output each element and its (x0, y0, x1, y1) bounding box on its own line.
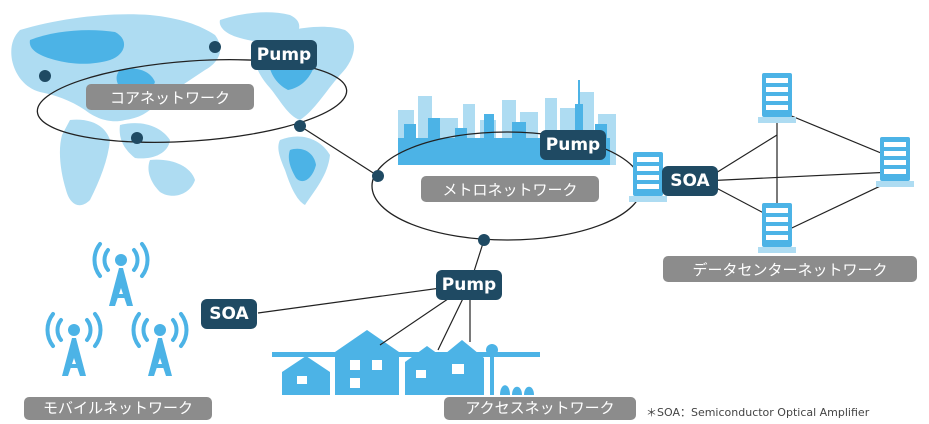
soa-mobile-tag: SOA (201, 299, 257, 329)
server-icon (758, 73, 796, 123)
ring-nodes (39, 41, 490, 246)
core-ring (36, 59, 348, 143)
pump-access-tag: Pump (436, 270, 502, 300)
pump-core-tag: Pump (251, 40, 317, 70)
house-windows (297, 360, 464, 388)
mobile-network-label: モバイルネットワーク (24, 397, 212, 420)
server-icon (758, 203, 796, 253)
houses (272, 330, 540, 395)
core-network-label: コアネットワーク (86, 84, 254, 110)
radio-tower-icon (45, 312, 103, 378)
metro-network-label: メトロネットワーク (421, 176, 599, 202)
pump-metro-tag: Pump (540, 130, 606, 160)
access-network-label: アクセスネットワーク (444, 397, 636, 420)
footnote: ＊SOA：Semiconductor Optical Amplifier (646, 406, 870, 419)
server-icon (876, 137, 914, 187)
radio-tower-icon (92, 242, 150, 308)
datacenter-network-label: データセンターネットワーク (663, 256, 917, 282)
radio-tower-icon (131, 312, 189, 378)
soa-datacenter-tag: SOA (662, 166, 718, 196)
